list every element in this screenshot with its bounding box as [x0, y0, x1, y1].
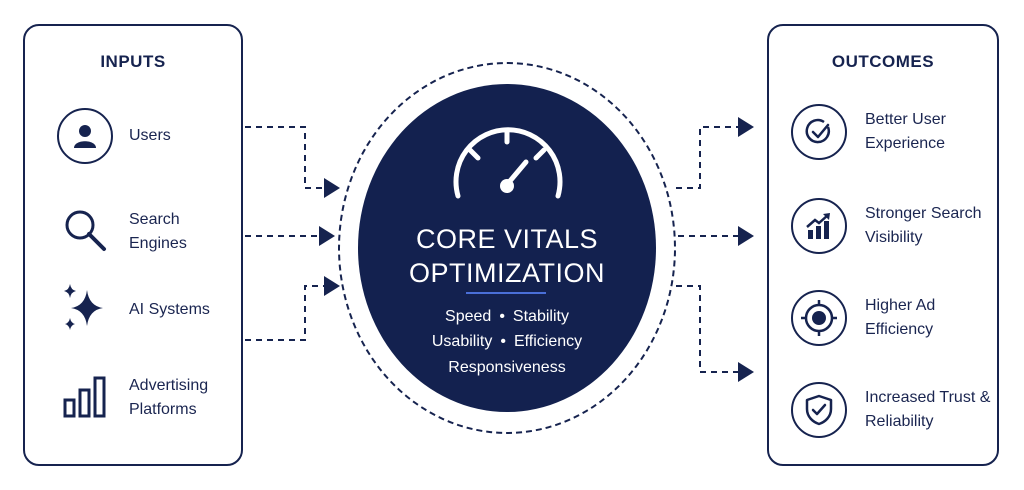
outcome-label-user-experience: Better User Experience [865, 111, 946, 152]
bar-chart-icon [61, 372, 109, 425]
input-item-users: Users [55, 106, 171, 166]
hub-sub-efficiency: Efficiency [513, 333, 583, 350]
hub-title-line-2: OPTIMIZATION [409, 258, 605, 288]
input-item-ai-systems: AI Systems [55, 280, 210, 340]
separator-dot: • [500, 333, 506, 350]
outcome-item-trust-reliability: Increased Trust & Reliability [789, 380, 995, 440]
outcomes-title: OUTCOMES [831, 52, 935, 71]
hub-sub-stability: Stability [512, 308, 569, 325]
inputs-panel: INPUTS Users Search Engines AI Systems A… [23, 24, 243, 466]
hub-sub-speed: Speed [445, 308, 492, 325]
connector-ai-systems [245, 276, 340, 341]
separator-dot: • [499, 308, 505, 325]
hub-sub-usability: Usability [431, 333, 493, 350]
hub-divider [466, 292, 546, 294]
sparkle-icon [59, 282, 111, 339]
outcome-label-search-visibility: Stronger Search Visibility [865, 205, 982, 246]
search-icon [61, 206, 109, 259]
input-label-ai-systems: AI Systems [129, 301, 210, 318]
growth-chart-icon [791, 198, 847, 254]
user-icon [57, 108, 113, 164]
outcome-label-trust-reliability: Increased Trust & Reliability [865, 389, 991, 430]
connector-user-experience [676, 117, 754, 189]
inputs-title: INPUTS [100, 52, 166, 71]
input-item-advertising-platforms: Advertising Platforms [55, 368, 239, 428]
outcome-item-user-experience: Better User Experience [789, 102, 975, 162]
check-circle-icon [791, 104, 847, 160]
outcome-label-ad-efficiency: Higher Ad Efficiency [865, 297, 936, 338]
input-label-users: Users [129, 127, 171, 144]
connector-ad-efficiency [676, 285, 754, 382]
hub-subline-1: Speed • Stability [358, 305, 656, 329]
outcome-item-search-visibility: Stronger Search Visibility [789, 196, 995, 256]
input-label-search-engines: Search Engines [129, 211, 187, 252]
hub-subline-2: Usability • Efficiency [358, 330, 656, 354]
connector-users [245, 126, 340, 198]
outcome-item-ad-efficiency: Higher Ad Efficiency [789, 288, 975, 348]
hub-dashed-ring [338, 62, 676, 434]
target-icon [791, 290, 847, 346]
hub-sub-responsiveness: Responsiveness [448, 359, 566, 376]
input-label-advertising-platforms: Advertising Platforms [129, 377, 209, 418]
hub-title-line-1: CORE VITALS [415, 224, 599, 254]
shield-check-icon [791, 382, 847, 438]
outcomes-panel: OUTCOMES Better User Experience Stronger… [767, 24, 999, 466]
input-item-search-engines: Search Engines [55, 202, 219, 262]
